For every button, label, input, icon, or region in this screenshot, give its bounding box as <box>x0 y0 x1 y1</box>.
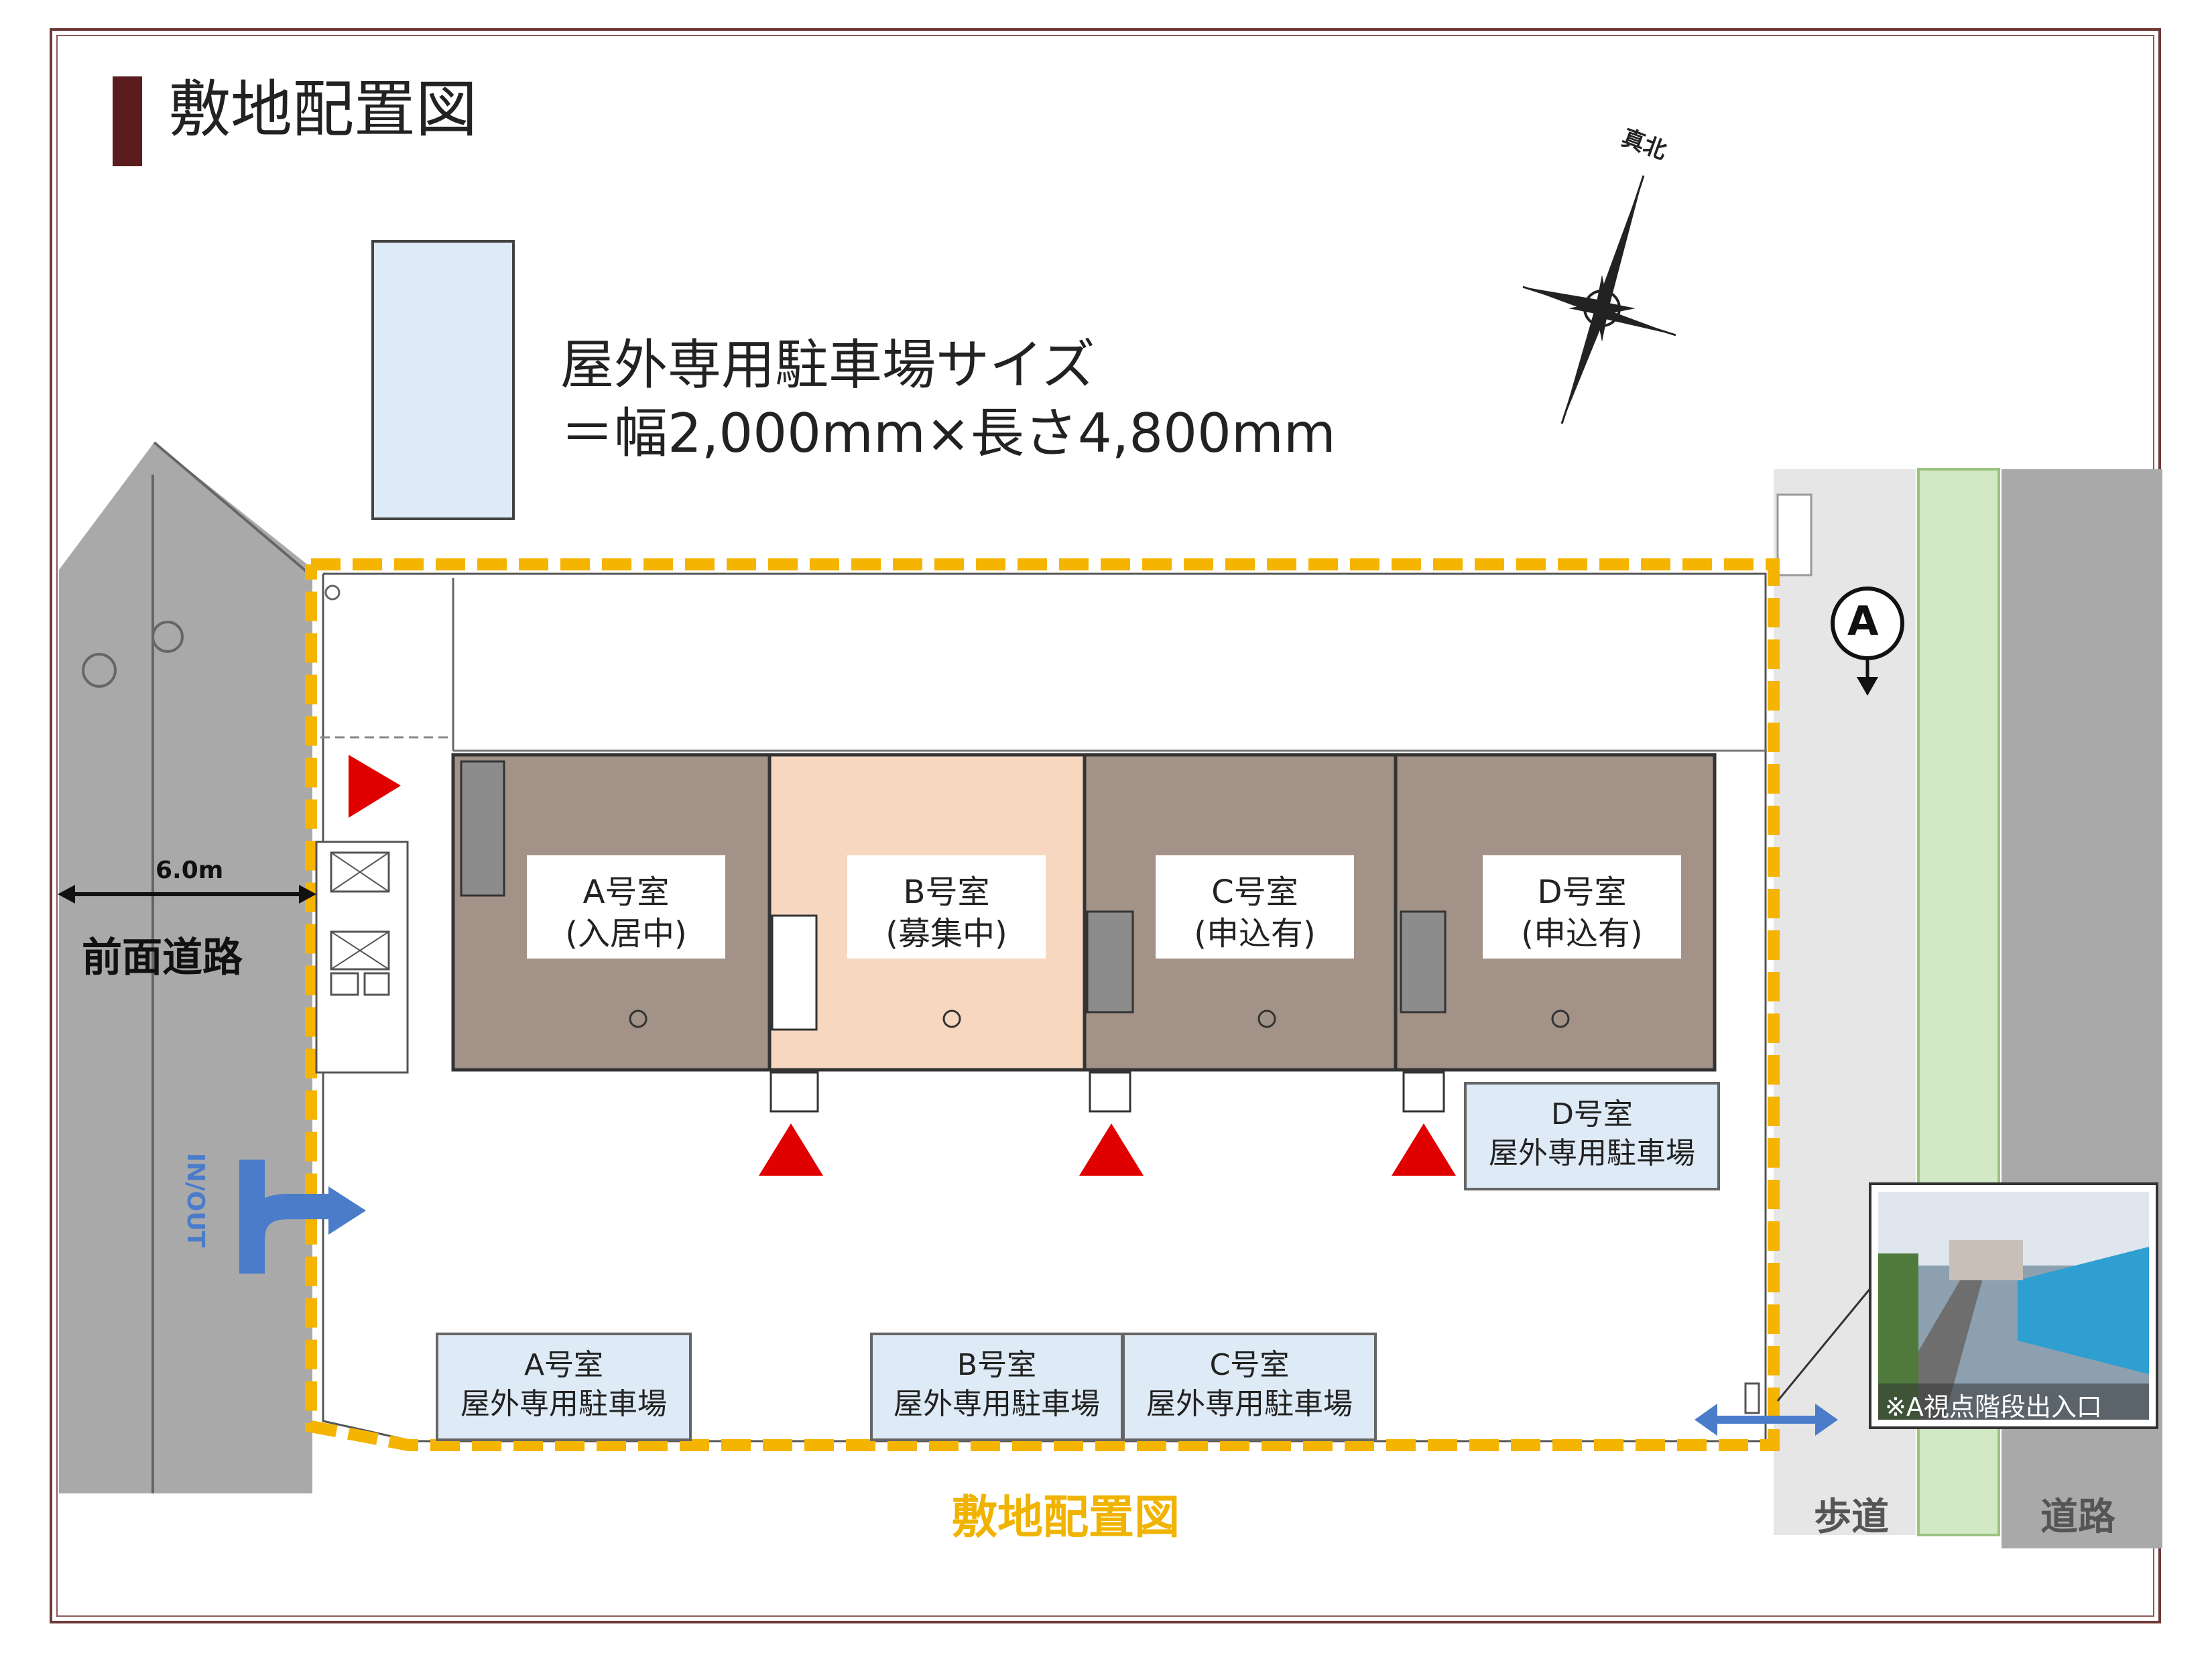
parking-size-value: ＝幅2,000mm×長さ4,800mm <box>560 402 1336 465</box>
parking-b-label: B号室 屋外専用駐車場 <box>871 1334 1122 1440</box>
utility-box <box>1776 493 1812 576</box>
manhole-circle <box>151 621 184 653</box>
parking-d-label: D号室 屋外専用駐車場 <box>1465 1083 1719 1189</box>
bike-parking-box <box>330 930 390 971</box>
front-road-width: 6.0m <box>156 857 224 884</box>
room-d-label: D号室 (申込有) <box>1483 855 1681 959</box>
door-stub <box>770 1071 819 1113</box>
room-name: D号室 <box>1537 873 1627 911</box>
room-name: A号室 <box>582 873 670 911</box>
entrance-arrow-red <box>759 1123 823 1176</box>
room-status: (募集中) <box>885 915 1007 953</box>
room-b-label: B号室 (募集中) <box>847 855 1046 959</box>
site-corner-marker <box>324 585 341 601</box>
parking-type: 屋外専用駐車場 <box>1489 1136 1695 1170</box>
room-status: (申込有) <box>1521 915 1643 953</box>
manhole-circle <box>82 653 117 688</box>
entrance-arrow-red <box>1392 1123 1456 1176</box>
parking-type: 屋外専用駐車場 <box>1146 1387 1353 1421</box>
parking-room-name: D号室 <box>1551 1097 1633 1131</box>
page-title: 敷地配置図 <box>169 74 478 145</box>
in-out-label: IN/OUT <box>182 1153 209 1248</box>
parking-size-label: 屋外専用駐車場サイズ <box>560 334 1095 396</box>
parking-d <box>1464 1082 1720 1190</box>
room-status: (申込有) <box>1194 915 1316 953</box>
door-stub <box>1402 1071 1445 1113</box>
photo-callout-line <box>1776 1286 1873 1402</box>
entrance-arrow-red <box>1079 1123 1144 1176</box>
room-c-label: C号室 (申込有) <box>1156 855 1354 959</box>
parking-a <box>436 1333 692 1441</box>
stair-block <box>460 760 505 897</box>
light-fixture <box>1257 1009 1276 1028</box>
bike-parking-box <box>330 972 359 996</box>
bike-parking-box <box>330 851 390 893</box>
road-label: 道路 <box>2040 1495 2115 1539</box>
stair-block <box>1086 910 1134 1013</box>
footer-title: 敷地配置図 <box>952 1491 1180 1544</box>
parking-c-label: C号室 屋外専用駐車場 <box>1123 1334 1375 1440</box>
parking-room-name: C号室 <box>1209 1348 1290 1382</box>
entrance-arrow-red <box>349 755 401 818</box>
room-status: (入居中) <box>565 915 687 953</box>
parking-a-label: A号室 屋外専用駐車場 <box>437 1334 690 1440</box>
parking-room-name: A号室 <box>524 1348 604 1382</box>
photo-caption: ※A視点階段出入口 <box>1885 1392 2102 1422</box>
room-name: B号室 <box>903 873 990 911</box>
stair-access-post <box>1744 1382 1760 1414</box>
compass-rose <box>1522 175 1676 424</box>
parking-c <box>1122 1333 1377 1441</box>
room-name: C号室 <box>1211 873 1298 911</box>
bike-parking <box>315 841 409 1074</box>
parking-type: 屋外専用駐車場 <box>460 1387 667 1421</box>
walkway-label: 歩道 <box>1814 1495 1889 1539</box>
front-road-label: 前面道路 <box>82 934 243 981</box>
in-out-arrow-head <box>328 1186 366 1235</box>
light-fixture <box>1551 1009 1570 1028</box>
stair-block <box>1400 910 1447 1013</box>
title-accent-bar <box>113 76 142 166</box>
parking-b <box>870 1333 1123 1441</box>
site-boundary-dashed <box>305 558 1780 1451</box>
road-edge-line <box>153 441 314 578</box>
viewpoint-marker <box>1831 587 1904 660</box>
viewpoint-letter: A <box>1847 598 1879 645</box>
bike-parking-box <box>363 972 390 996</box>
light-fixture <box>629 1009 648 1028</box>
light-fixture <box>942 1009 961 1028</box>
room-a-label: A号室 (入居中) <box>527 855 725 959</box>
parking-type: 屋外専用駐車場 <box>894 1387 1100 1421</box>
outdoor-parking-size-sample <box>371 240 515 520</box>
door-stub <box>1089 1071 1131 1113</box>
stair-block <box>771 914 818 1031</box>
parking-room-name: B号室 <box>957 1348 1037 1382</box>
